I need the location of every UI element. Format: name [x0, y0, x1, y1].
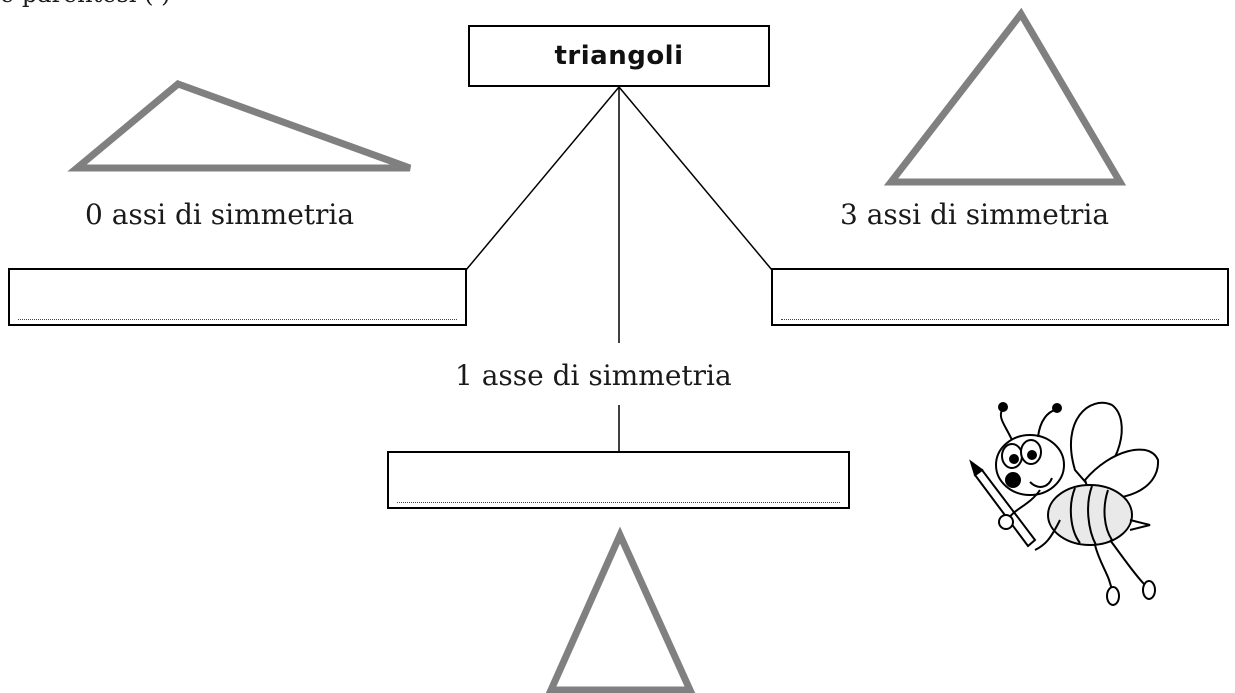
bee-foot-2	[1142, 580, 1156, 600]
dotted-line-left	[18, 307, 457, 320]
bee-antenna-left-tip	[998, 402, 1008, 412]
bee-antenna-right	[1037, 409, 1056, 438]
bee-body	[1047, 484, 1133, 546]
cut-off-heading: e parentesi ( )	[0, 0, 170, 8]
bee-nose	[1005, 472, 1021, 488]
bee-stripe-1	[1069, 487, 1081, 544]
bee-pupil-right	[1027, 450, 1037, 460]
answer-box-right[interactable]	[771, 268, 1229, 326]
equilateral-triangle-shape	[883, 7, 1127, 186]
bee-stinger	[1129, 519, 1151, 531]
root-node-label: triangoli	[554, 41, 684, 71]
dotted-line-middle	[397, 490, 840, 503]
connector-right	[618, 86, 773, 271]
answer-box-left[interactable]	[8, 268, 467, 326]
caption-left: 0 assi di simmetria	[85, 198, 355, 231]
bee-stripe-2	[1087, 485, 1097, 546]
caption-right: 3 assi di simmetria	[840, 198, 1110, 231]
bee-pencil-tip	[969, 459, 984, 477]
caption-middle: 1 asse di simmetria	[455, 359, 732, 392]
bee-arm-2	[1034, 519, 1061, 551]
bee-leg-1	[1094, 544, 1113, 593]
bee-leg-2	[1109, 539, 1146, 586]
isosceles-triangle-shape	[545, 526, 696, 693]
bee-hand	[998, 514, 1014, 530]
scalene-triangle-shape	[67, 80, 412, 172]
bee-stripe-3	[1103, 489, 1113, 541]
bee-antenna-right-tip	[1052, 403, 1062, 413]
bee-antenna-left	[999, 409, 1013, 441]
dotted-line-right	[781, 307, 1219, 320]
bee-smile	[1029, 477, 1053, 488]
bee-foot-1	[1106, 586, 1120, 606]
answer-box-middle[interactable]	[387, 451, 850, 509]
bee-illustration	[969, 401, 1160, 606]
bee-pupil-left	[1009, 454, 1019, 464]
connector-left	[465, 86, 620, 271]
root-node-box: triangoli	[468, 25, 770, 87]
